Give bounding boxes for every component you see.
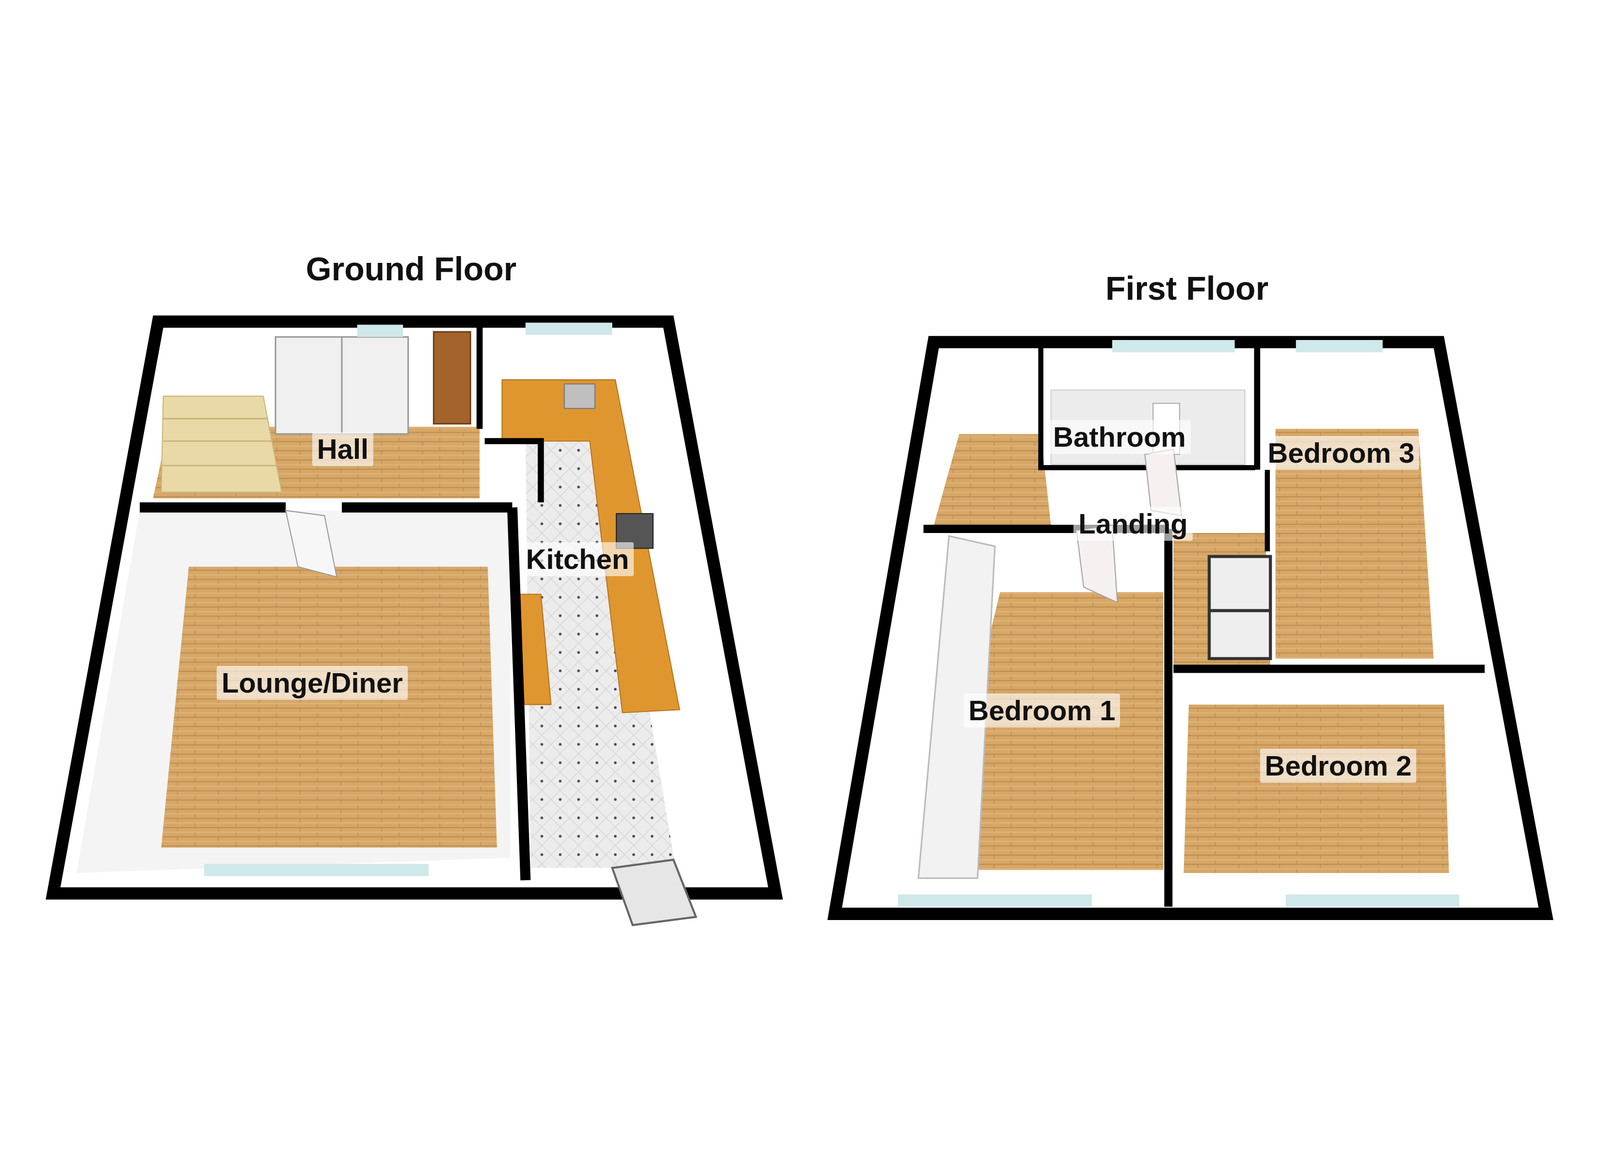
floor-plan: First FloorBathroom Bedroom 3 LandingBedro…: [824, 247, 1562, 936]
room-name: Hall: [317, 432, 369, 466]
room-label-box: Kitchen: [521, 542, 635, 577]
door: [285, 510, 337, 577]
room-name: Landing: [1078, 507, 1188, 541]
outer-wall: [52, 321, 776, 894]
ground-floor-drawing: [52, 321, 776, 925]
room-name: Kitchen: [526, 543, 630, 576]
cupboard-door: [340, 336, 343, 434]
interior-wall: [1040, 347, 1256, 468]
room-label-box: Landing: [1073, 506, 1193, 542]
window: [204, 863, 429, 876]
wall-face: [76, 510, 511, 873]
room-label-box: Hall: [312, 432, 374, 467]
interior-wall: [1254, 347, 1261, 470]
outer-wall: [834, 341, 1547, 914]
hall-cupboard: [275, 336, 409, 434]
cupboard-shelf: [1209, 608, 1271, 612]
sink: [564, 384, 595, 409]
stair-step: [163, 440, 272, 442]
floor-heading: First Floor: [1105, 269, 1269, 307]
interior-wall: [1164, 528, 1173, 907]
floor-plan: Ground FloorHallLounge/Diner Kitchen: [48, 227, 786, 917]
room-label-box: Lounge/Diner: [216, 665, 408, 701]
landing-floor: [1173, 532, 1271, 669]
interior-wall: [476, 326, 483, 430]
stair-step: [163, 417, 268, 420]
room-name: Bedroom 1: [968, 694, 1116, 727]
room-floor: [933, 433, 1052, 526]
interior-wall: [341, 502, 512, 513]
interior-wall: [139, 502, 286, 513]
lounge-floor: [161, 566, 497, 848]
front-door: [433, 331, 471, 424]
kitchen-counter: [501, 379, 680, 713]
room-label-box: Bedroom 3: [1263, 435, 1420, 471]
floor-heading: Ground Floor: [305, 249, 517, 288]
interior-wall: [484, 440, 542, 502]
window: [1112, 339, 1235, 352]
room-name: Bathroom: [1053, 420, 1186, 454]
window: [1285, 894, 1460, 907]
window: [897, 894, 1092, 907]
room-name: Lounge/Diner: [221, 666, 403, 700]
staircase: [161, 396, 282, 493]
first-floor-drawing: [834, 339, 1547, 914]
bedroom-floor: [1183, 704, 1449, 873]
window: [357, 324, 404, 337]
window: [525, 322, 613, 335]
room-name: Bedroom 3: [1267, 436, 1415, 470]
airing-cupboard: [1209, 556, 1271, 659]
room-label-box: Bathroom: [1048, 419, 1191, 455]
plan-group: [52, 321, 1546, 925]
room-label-box: Bedroom 1: [963, 693, 1121, 728]
interior-wall: [1264, 469, 1271, 551]
back-door: [612, 859, 697, 926]
door: [1144, 448, 1182, 516]
room-label-box: Bedroom 2: [1260, 748, 1417, 784]
window: [1296, 339, 1383, 352]
interior-wall: [1173, 664, 1485, 673]
stair-step: [162, 464, 277, 466]
room-name: Bedroom 2: [1264, 749, 1412, 783]
